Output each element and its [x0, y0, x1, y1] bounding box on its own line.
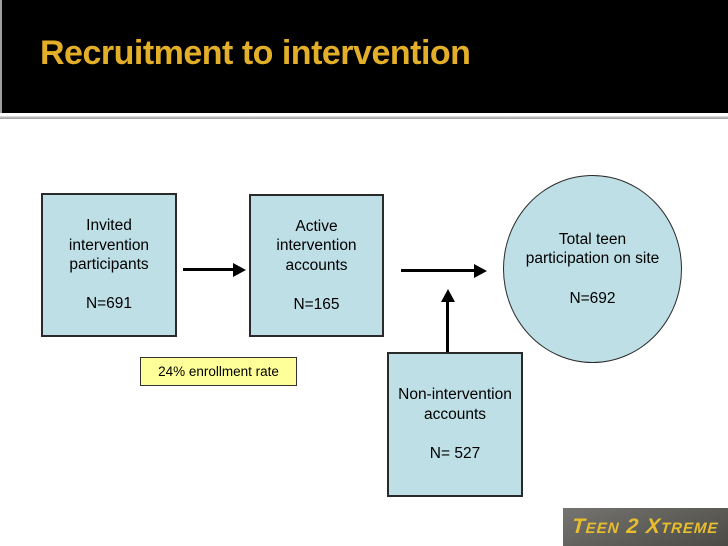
enrollment-rate-callout: 24% enrollment rate — [140, 357, 297, 386]
node-total-participation-ellipse: Total teen participation on site N=692 — [503, 175, 682, 363]
teen2xtreme-logo: Teen 2 Xtreme — [563, 508, 728, 546]
arrow-line — [183, 268, 234, 271]
header-left-edge — [0, 0, 2, 113]
arrow-head-right-icon — [233, 262, 246, 277]
node-active-accounts: Active intervention accounts N=165 — [249, 194, 384, 337]
slide-header: Recruitment to intervention — [0, 0, 728, 113]
slide-title: Recruitment to intervention — [40, 34, 471, 72]
arrow-line — [401, 269, 475, 272]
header-divider — [0, 115, 728, 119]
logo-text: Teen 2 Xtreme — [571, 515, 720, 538]
arrow-head-right-icon — [474, 263, 487, 278]
arrow-head-up-icon — [440, 289, 455, 302]
node-non-intervention-accounts: Non-intervention accounts N= 527 — [387, 352, 523, 497]
node-invited-participants: Invited intervention participants N=691 — [41, 193, 177, 337]
arrow-line — [446, 300, 449, 352]
